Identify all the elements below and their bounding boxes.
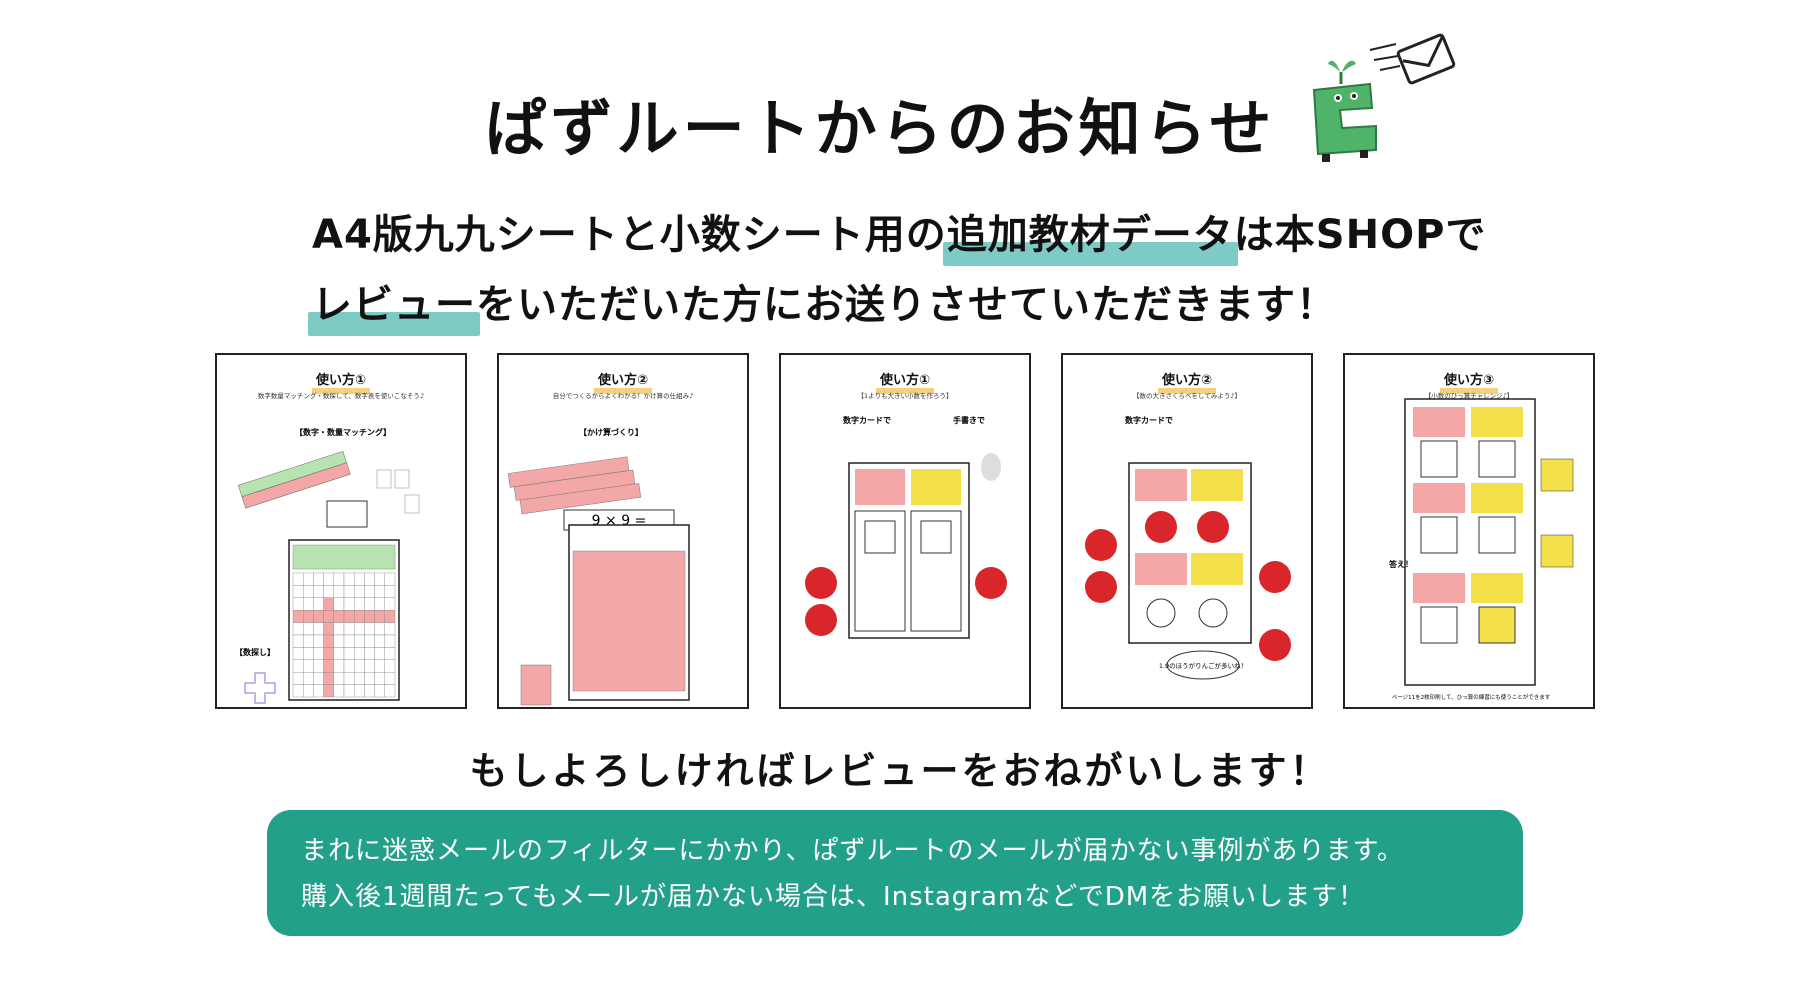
lead-text: は本SHOPで (1233, 212, 1487, 258)
thumbnail-usage-1: 使い方① 数字数量マッチング・数探して、数字表を使いこなそう♪ 【数字・数量マッ… (215, 353, 467, 709)
thumbnail-section: 【かけ算づくり】 (579, 427, 643, 437)
worksheet-illustration: 数字カードで 1.9のほうがりんごが多いね！ (1085, 415, 1291, 680)
thumbnail-section: 【数字・数量マッチング】 (295, 427, 391, 437)
thumbnail-usage-2: 使い方② 自分でつくるからよくわかる！かけ算の仕組み♪ 【かけ算づくり】 9 ×… (497, 353, 749, 709)
worksheet-illustration: 答え！ ページ11を2枚印刷して、ひっ算の練習にも使うことができます (1389, 398, 1574, 701)
thumbnail-subtitle: 自分でつくるからよくわかる！かけ算の仕組み♪ (552, 392, 694, 400)
thumbnail-note: 1.9のほうがりんごが多いね！ (1159, 661, 1247, 670)
lead-highlight-review: レビュー (308, 272, 480, 336)
lead-line-2: レビューをいただいた方にお送りさせていただきます！ (308, 272, 1562, 336)
lead-highlight-data: 追加教材データ (942, 202, 1238, 266)
thumbnail-usage-4: 使い方② 【数の大きさくらべをしてみよう♪】 数字カードで 1.9のほうがりんご… (1061, 353, 1313, 709)
envelope-icon (1369, 33, 1456, 85)
thumbnail-title: 使い方① (217, 369, 465, 394)
thumbnail-subtitle: 【1よりも大きい小数を作ろう】 (857, 392, 953, 400)
thumbnail-subtitle: 【小数のひっ算チャレンジ♪】 (1424, 392, 1514, 400)
thumbnail-note: 【数探し】 (235, 647, 275, 657)
thumbnail-note: ページ11を2枚印刷して、ひっ算の練習にも使うことができます (1392, 693, 1551, 701)
thumbnail-title: 使い方② (1063, 369, 1311, 394)
thumbnail-title: 使い方③ (1345, 369, 1593, 394)
thumbnail-usage-3: 使い方① 【1よりも大きい小数を作ろう】 数字カードで 手書きで (779, 353, 1031, 709)
notice-line-1: まれに迷惑メールのフィルターにかかり、ぱずルートのメールが届かない事例があります… (301, 836, 1404, 866)
thumbnail-title: 使い方② (499, 369, 747, 394)
worksheet-thumbnails: 使い方① 数字数量マッチング・数探して、数字表を使いこなそう♪ 【数字・数量マッ… (215, 353, 1595, 711)
thumbnail-section: 数字カードで (1125, 415, 1173, 425)
worksheet-illustration: 数字カードで 手書きで (805, 415, 1007, 639)
worksheet-illustration: 【数字・数量マッチング】 【数探し】 (235, 427, 420, 704)
lead-line-1: A4版九九シートと小数シート用の追加教材データは本SHOPで (312, 202, 1562, 266)
page-title: ぱずルートからのお知らせ (484, 92, 1276, 165)
mascot-icon (1312, 33, 1456, 162)
thumbnail-section: 数字カードで (843, 415, 891, 425)
thumbnail-subtitle: 数字数量マッチング・数探して、数字表を使いこなそう♪ (257, 392, 425, 400)
thumbnail-note: 手書きで (953, 415, 985, 425)
thumbnail-section: 答え！ (1389, 559, 1413, 569)
worksheet-illustration: 【かけ算づくり】 9 × 9 = (507, 427, 690, 706)
thumbnail-usage-5: 使い方③ 【小数のひっ算チャレンジ♪】 答え！ ページ11を2枚印刷して、ひっ算… (1343, 353, 1595, 709)
thumbnail-subtitle: 【数の大きさくらべをしてみよう♪】 (1133, 392, 1241, 400)
lead-text: をいただいた方にお送りさせていただきます！ (476, 282, 1337, 328)
thumbnail-title: 使い方① (781, 369, 1029, 394)
notice-line-2: 購入後1週間たってもメールが届かない場合は、InstagramなどでDMをお願い… (301, 882, 1366, 912)
review-request: もしよろしければレビューをおねがいします！ (469, 749, 1331, 793)
email-notice-box: まれに迷惑メールのフィルターにかかり、ぱずルートのメールが届かない事例があります… (267, 810, 1523, 936)
lead-text: A4版九九シートと小数シート用の (312, 212, 947, 258)
